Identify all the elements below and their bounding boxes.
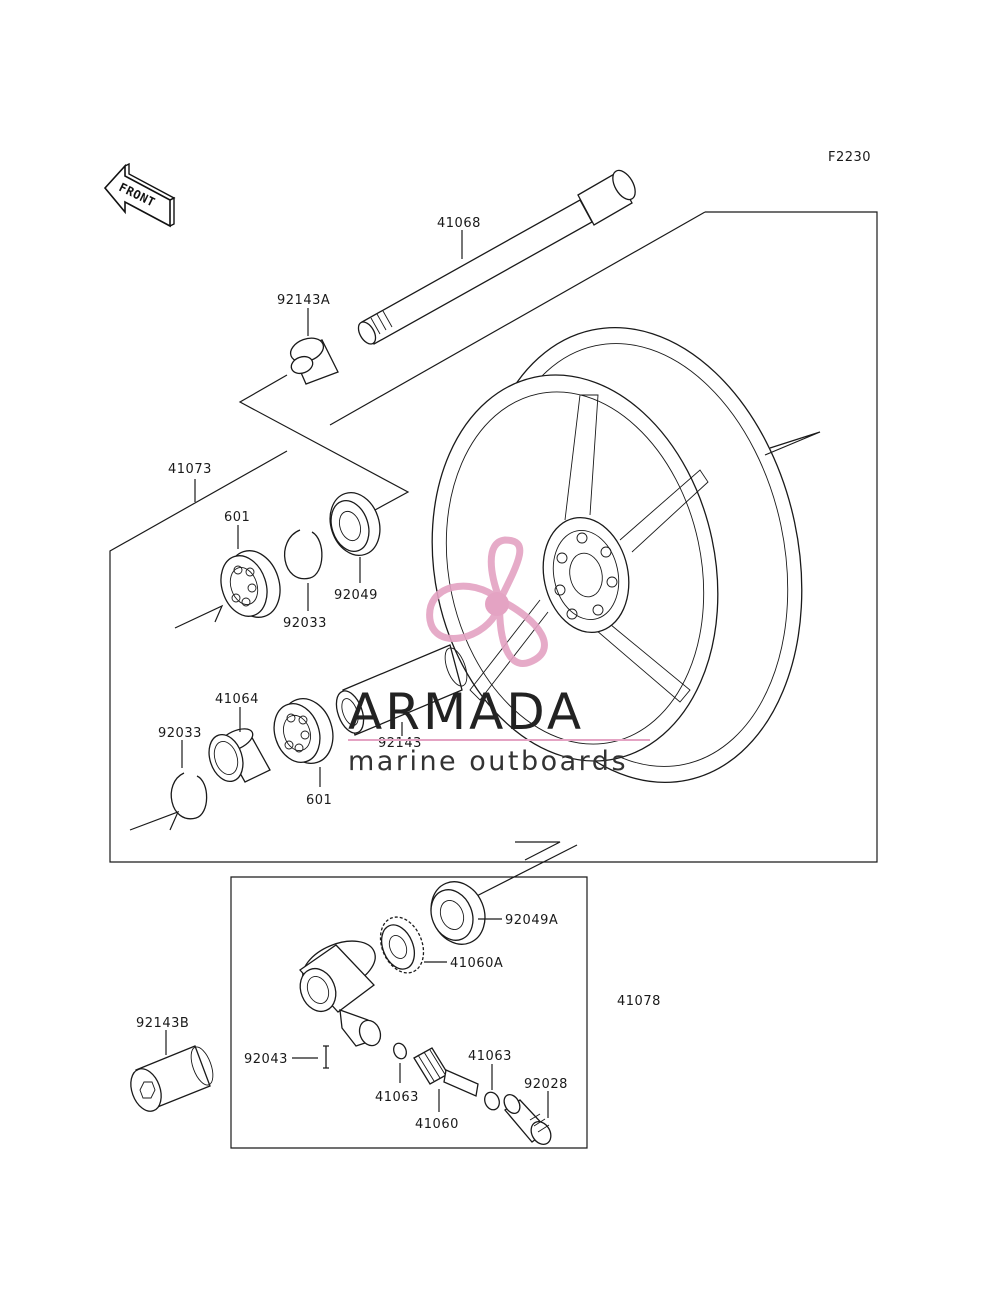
label-92043: 92043 — [244, 1052, 288, 1067]
pinion-gear-41060 — [413, 1047, 479, 1097]
armada-logo-hub — [485, 592, 509, 616]
oil-seal-92049 — [329, 492, 381, 556]
circlip-92033-bottom — [170, 772, 208, 820]
collar-92143 — [335, 644, 468, 736]
label-601-top: 601 — [224, 510, 250, 525]
pin-92043 — [323, 1045, 329, 1069]
armada-logo-icon — [426, 536, 548, 667]
label-41073: 41073 — [168, 462, 212, 477]
axis-pointer-left-top — [174, 604, 224, 629]
label-41063-left: 41063 — [375, 1090, 419, 1105]
label-41060A: 41060A — [450, 956, 503, 971]
gear-housing-body — [299, 940, 382, 1047]
label-92049A: 92049A — [505, 913, 558, 928]
bushing-92028 — [503, 1094, 552, 1145]
bearing-601-top — [220, 550, 281, 618]
label-41060: 41060 — [415, 1117, 459, 1132]
label-92033-top: 92033 — [283, 616, 327, 631]
label-41064: 41064 — [215, 692, 259, 707]
collar-41064 — [208, 728, 271, 783]
collar-92143B — [130, 1045, 214, 1112]
gear-housing-frame — [230, 876, 588, 1149]
front-arrow-icon: FRONT — [103, 162, 176, 228]
assembly-outline-diagonal — [329, 211, 706, 426]
label-41068: 41068 — [437, 216, 481, 231]
axis-pointer-right — [764, 431, 821, 456]
collar-bracket-line — [238, 374, 410, 511]
frame-break-mark — [515, 841, 561, 861]
axis-pointer-left-bottom — [129, 810, 180, 831]
diagram-code: F2230 — [828, 150, 871, 165]
bearing-601-bottom — [273, 698, 334, 764]
watermark-brand: ARMADA — [348, 683, 584, 741]
label-92049: 92049 — [334, 588, 378, 603]
washer-41063-left — [393, 1042, 407, 1060]
label-92028: 92028 — [524, 1077, 568, 1092]
label-41078: 41078 — [617, 994, 661, 1009]
label-92033-bottom: 92033 — [158, 726, 202, 741]
circlip-92033-top — [284, 529, 323, 580]
axle-part — [357, 169, 636, 345]
watermark-tagline: marine outboards — [348, 746, 628, 777]
assembly-outline — [109, 211, 878, 863]
gear-41060A — [379, 916, 425, 974]
wheel-part — [431, 326, 803, 784]
washer-41063-right — [484, 1091, 500, 1111]
label-92143A: 92143A — [277, 293, 330, 308]
label-601-bottom: 601 — [306, 793, 332, 808]
collar-92143A — [289, 337, 339, 385]
label-41063-right: 41063 — [468, 1049, 512, 1064]
label-92143B: 92143B — [136, 1016, 189, 1031]
oil-seal-92049A — [430, 881, 486, 945]
